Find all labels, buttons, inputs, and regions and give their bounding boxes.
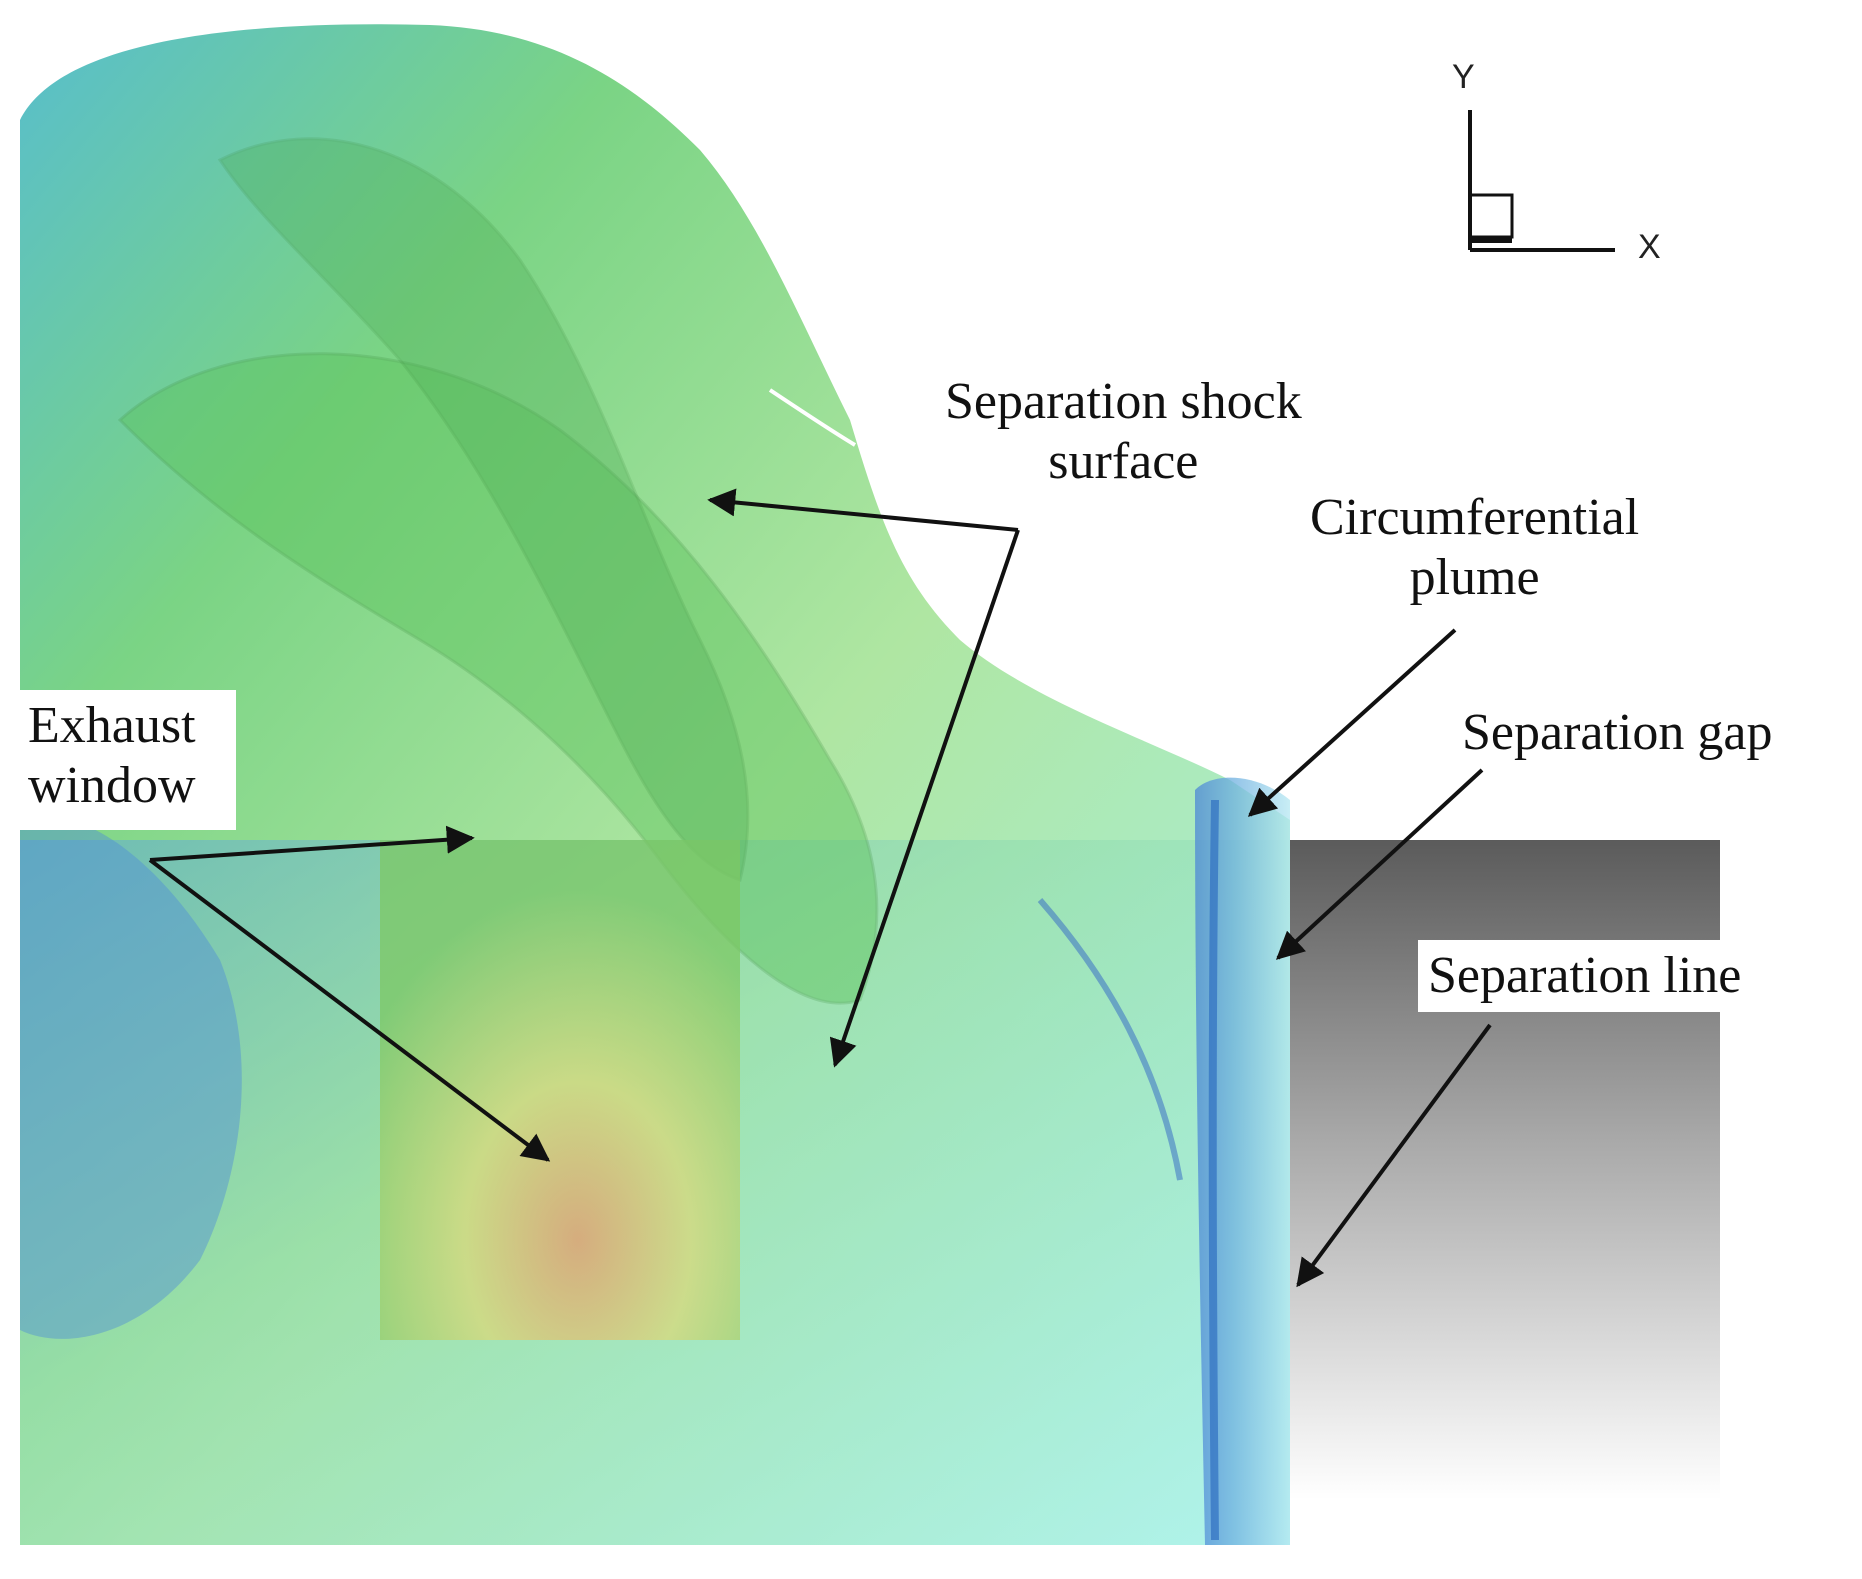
y-axis-label: Y xyxy=(1452,58,1475,96)
shock-arrow-upper xyxy=(707,488,1019,532)
plume-arrow xyxy=(1247,628,1457,817)
label-circumferential-plume-line1: Circumferential xyxy=(1310,489,1640,546)
circumferential-plume-band xyxy=(1195,777,1290,1545)
label-separation-shock-surface-line2: surface xyxy=(1048,432,1199,490)
label-exhaust-window-line2: window xyxy=(28,756,196,814)
label-separation-line: Separation line xyxy=(1418,940,1752,1012)
label-exhaust-window-line1: Exhaust xyxy=(28,697,196,754)
plume-edge-line xyxy=(1208,799,1219,1541)
gap-arrow xyxy=(1275,768,1484,960)
wall-surface xyxy=(1290,840,1720,1500)
exhaust-window-region xyxy=(380,840,740,1340)
exhaust-arrow-lower xyxy=(148,858,551,1162)
left-blue-lobe xyxy=(20,816,242,1339)
label-separation-gap: Separation gap xyxy=(1462,704,1773,761)
exhaust-arrow-upper xyxy=(149,825,475,862)
shock-crease xyxy=(1037,898,1183,1181)
white-streak xyxy=(768,388,857,447)
label-separation-shock-surface-line1: Separation shock xyxy=(945,373,1302,430)
inner-shock-sheet-2 xyxy=(217,137,750,882)
label-circumferential-plume: Circumferential plume xyxy=(1310,488,1639,608)
separation-line-arrow xyxy=(1296,1023,1492,1288)
label-separation-shock-surface: Separation shock surface xyxy=(945,372,1302,492)
axes-indicator xyxy=(1468,110,1615,252)
annotation-arrows xyxy=(148,488,1492,1288)
x-axis-label: X xyxy=(1638,228,1661,266)
shock-arrow-lower xyxy=(829,529,1020,1068)
label-exhaust-window: Exhaust window xyxy=(18,690,236,830)
label-circumferential-plume-line2: plume xyxy=(1409,548,1540,606)
